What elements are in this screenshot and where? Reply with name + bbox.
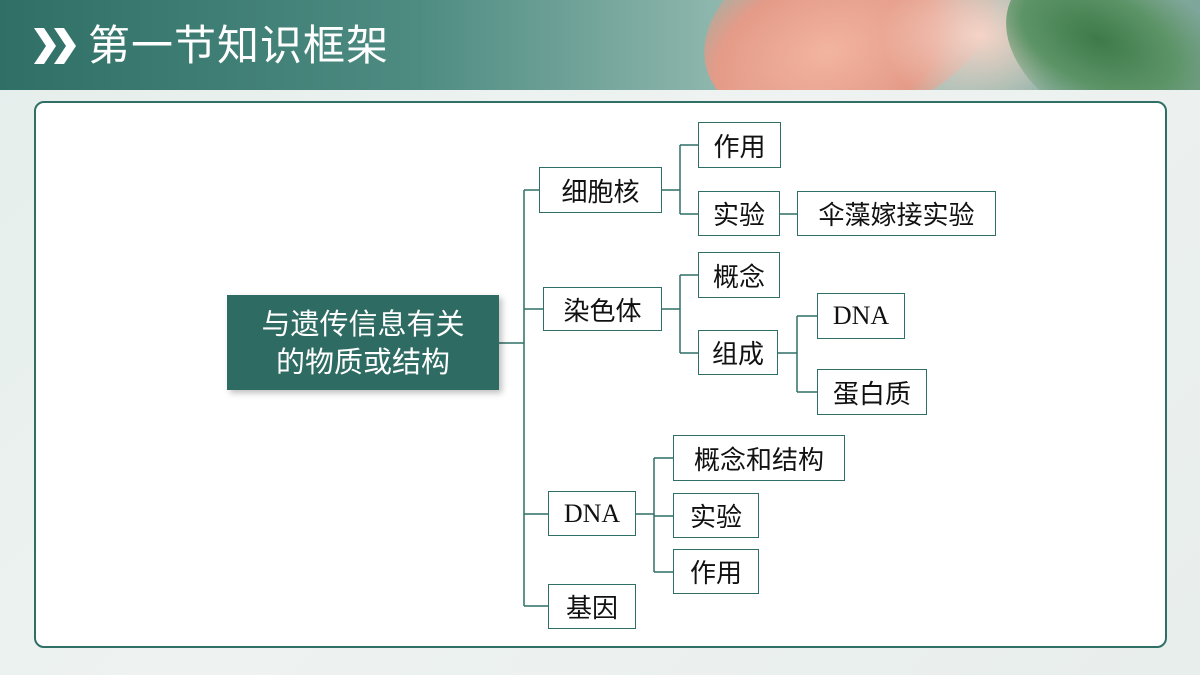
root-line-2: 的物质或结构: [275, 344, 450, 379]
node-dna: DNA: [548, 491, 636, 536]
node-chromosome-concept: 概念: [698, 252, 780, 298]
root-node: 与遗传信息有关 的物质或结构: [227, 295, 499, 390]
header-banner: 第一节知识框架: [0, 0, 1200, 90]
page-title: 第一节知识框架: [88, 21, 390, 70]
node-umbrella-algae-grafting: 伞藻嫁接实验: [797, 191, 996, 236]
node-chromosome: 染色体: [543, 287, 662, 331]
node-dna-concept-structure: 概念和结构: [673, 435, 845, 481]
node-dna-function: 作用: [673, 549, 759, 594]
node-nucleus-function: 作用: [698, 122, 781, 168]
root-line-1: 与遗传信息有关: [261, 306, 465, 341]
node-chromosome-protein: 蛋白质: [817, 369, 927, 415]
node-nucleus-experiment: 实验: [698, 191, 780, 236]
node-gene: 基因: [548, 584, 636, 629]
node-dna-experiment: 实验: [673, 493, 759, 538]
node-chromosome-composition: 组成: [698, 330, 778, 375]
node-nucleus: 细胞核: [539, 167, 662, 213]
double-chevron-icon: [34, 28, 76, 64]
node-chromosome-dna: DNA: [817, 293, 905, 339]
